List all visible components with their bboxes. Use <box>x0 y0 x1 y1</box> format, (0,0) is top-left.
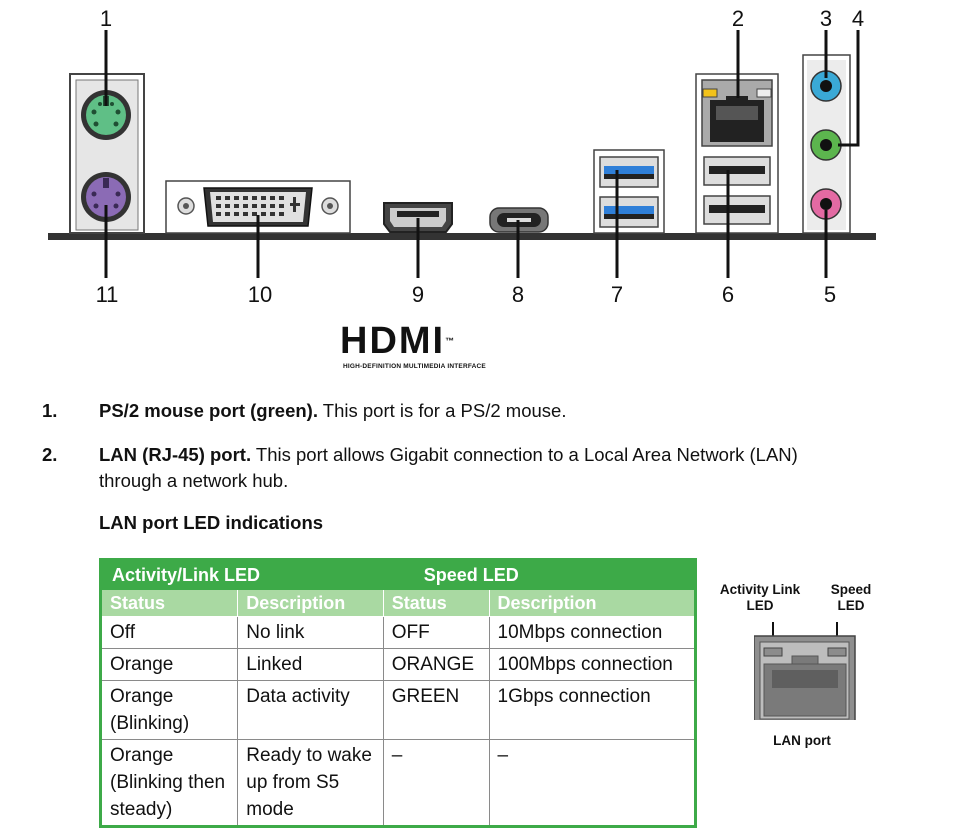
lan-port-caption: LAN port <box>773 733 831 748</box>
table-cell: 100Mbps connection <box>488 648 697 681</box>
table-group-header-row: Activity/Link LED Speed LED <box>100 559 697 590</box>
table-cell: Orange (Blinking) <box>99 680 239 740</box>
led-indication-table: Activity/Link LED Speed LED Status Descr… <box>99 558 697 828</box>
hdmi-trademark: ™ <box>445 336 457 346</box>
table-cell: – <box>382 739 490 827</box>
group-header-speed: Speed LED <box>382 559 697 590</box>
item-body: PS/2 mouse port (green). This port is fo… <box>99 398 899 424</box>
item-number: 1. <box>42 400 58 421</box>
column-header: Description <box>237 589 384 617</box>
port-number-11: 11 <box>96 282 119 307</box>
table-cell: GREEN <box>382 680 490 740</box>
item-body: LAN (RJ-45) port. This port allows Gigab… <box>99 442 899 494</box>
hdmi-logo: HDMI™ <box>340 322 456 360</box>
column-header: Status <box>99 589 239 617</box>
hdmi-tagline: HIGH-DEFINITION MULTIMEDIA INTERFACE <box>343 363 486 370</box>
table-row: Off No link OFF 10Mbps connection <box>99 616 697 649</box>
port-number-9: 9 <box>412 282 424 307</box>
column-header: Description <box>488 589 697 617</box>
table-cell: Orange <box>99 648 239 681</box>
table-row: Orange (Blinking) Data activity GREEN 1G… <box>99 680 697 740</box>
item-text: This port is for a PS/2 mouse. <box>317 400 567 421</box>
hdmi-port <box>383 202 453 233</box>
item-text-line2: through a network hub. <box>99 470 289 491</box>
table-cell: OFF <box>382 616 490 649</box>
led-section-heading: LAN port LED indications <box>99 512 324 533</box>
table-cell: ORANGE <box>382 648 490 681</box>
table-cell: 1Gbps connection <box>488 680 697 740</box>
port-number-4: 4 <box>852 6 864 31</box>
activity-link-led-label: Activity Link LED <box>719 582 801 613</box>
column-header: Status <box>382 589 490 617</box>
speed-led-label: Speed LED <box>830 582 872 613</box>
item-text: This port allows Gigabit connection to a… <box>251 444 798 465</box>
port-number-1: 1 <box>100 6 112 31</box>
item-number: 2. <box>42 444 58 465</box>
table-column-header-row: Status Description Status Description <box>99 589 697 617</box>
table-cell: Data activity <box>237 680 384 740</box>
hdmi-wordmark: HDMI <box>340 320 446 362</box>
lan-port-figure <box>754 622 856 720</box>
table-cell: Ready to wake up from S5 mode <box>237 739 384 827</box>
table-cell: Off <box>99 616 239 649</box>
table-cell: Orange (Blinking then steady) <box>99 739 239 827</box>
panel-baseline <box>48 233 876 240</box>
port-number-6: 6 <box>722 282 734 307</box>
leader-lines <box>104 30 860 278</box>
port-number-10: 10 <box>248 282 272 307</box>
item-title: LAN (RJ-45) port. <box>99 444 252 465</box>
port-number-7: 7 <box>611 282 623 307</box>
item-title: PS/2 mouse port (green). <box>99 400 318 421</box>
dvi-port <box>165 180 351 234</box>
port-number-3: 3 <box>820 6 832 31</box>
table-cell: No link <box>237 616 384 649</box>
table-cell: – <box>488 739 697 827</box>
port-number-5: 5 <box>824 282 836 307</box>
port-number-2: 2 <box>732 6 744 31</box>
rear-panel-diagram: 1 2 3 4 11 10 9 8 7 6 5 <box>48 6 876 307</box>
table-row: Orange Linked ORANGE 100Mbps connection <box>99 648 697 681</box>
table-cell: 10Mbps connection <box>488 616 697 649</box>
group-header-activity: Activity/Link LED <box>100 559 384 590</box>
table-cell: Linked <box>237 648 384 681</box>
usb3-ports <box>593 149 665 234</box>
table-row: Orange (Blinking then steady) Ready to w… <box>99 739 697 827</box>
port-number-8: 8 <box>512 282 524 307</box>
